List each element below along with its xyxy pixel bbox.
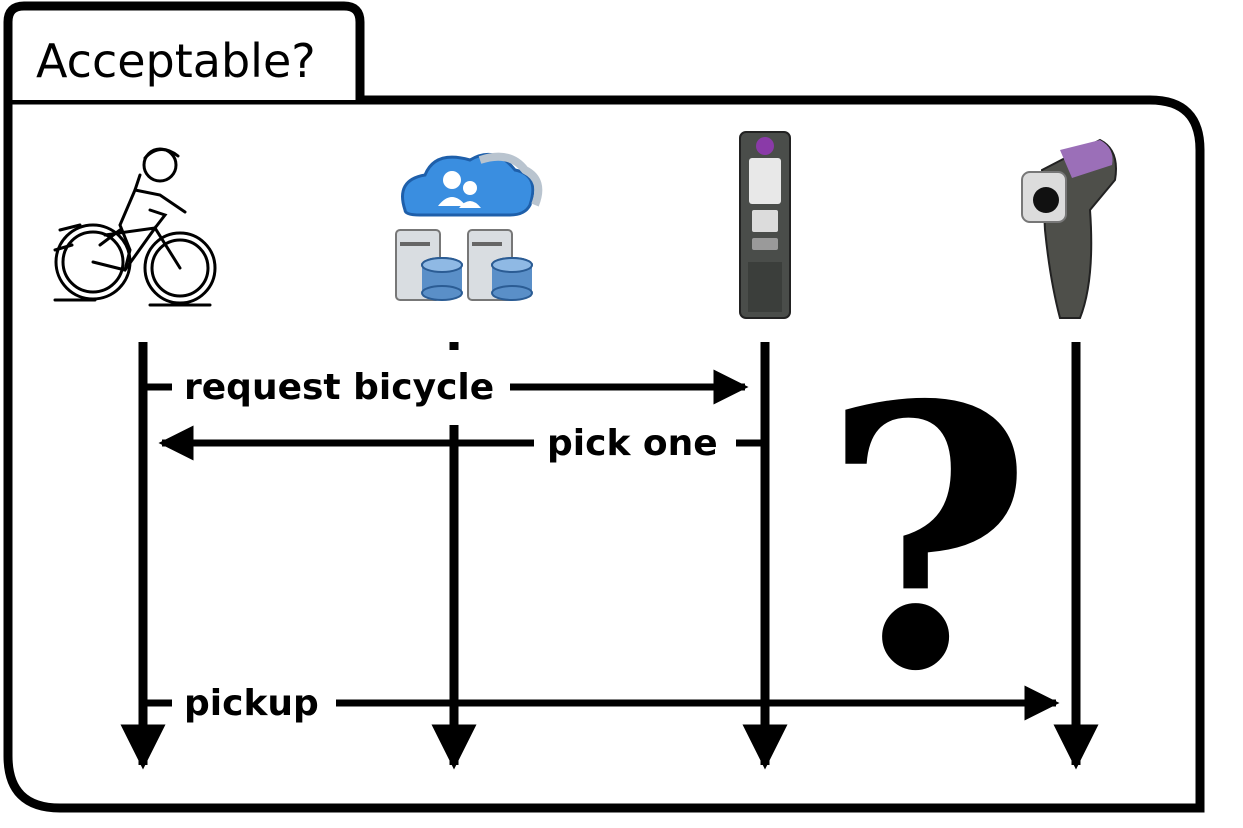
message-label: request bicycle — [184, 367, 494, 408]
message-pickup: pickup — [143, 683, 1060, 724]
message-label: pickup — [184, 683, 319, 724]
question-mark-icon: ? — [822, 327, 1033, 750]
frame-border — [3, 95, 1205, 813]
frame-title: Acceptable? — [36, 34, 316, 88]
message-pick-one: pick one — [158, 423, 765, 464]
message-label: pick one — [547, 423, 718, 464]
frame-title-tab — [3, 1, 365, 100]
bike-dock-icon — [1021, 138, 1117, 319]
message-request-bicycle: request bicycle — [143, 367, 749, 408]
cloud-server-icon — [395, 152, 543, 301]
kiosk-terminal-icon — [739, 131, 791, 319]
cyclist-icon — [53, 147, 217, 307]
